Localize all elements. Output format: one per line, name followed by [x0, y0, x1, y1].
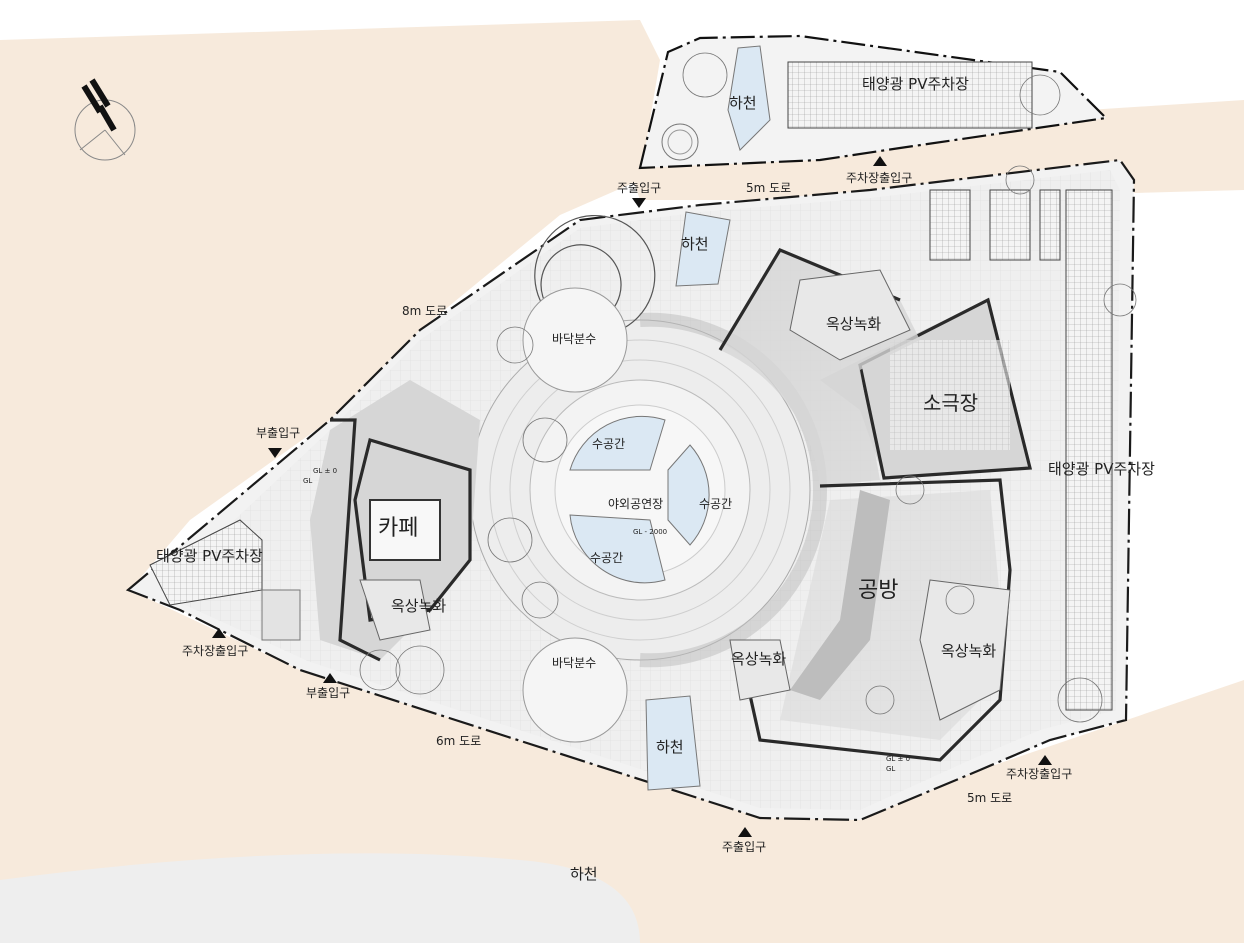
outdoor-theater-plaza [469, 312, 828, 668]
label-roof-garden-s: 옥상녹화 [731, 650, 786, 668]
label-road-6m: 6m 도로 [436, 734, 481, 748]
label-main-entrance-top: 주출입구 [617, 181, 661, 195]
cafe-building [310, 380, 480, 662]
label-stream-bottom-mid: 하천 [656, 738, 684, 756]
roof-gardens [359, 269, 1011, 721]
floor-fountain-bottom [522, 637, 628, 743]
stream-bottom-mid [645, 695, 701, 791]
left-pv-parking [149, 519, 301, 641]
stream-mid [675, 211, 731, 287]
label-floor-fountain-top: 바닥분수 [552, 332, 596, 346]
label-outdoor-theater: 야외공연장 [608, 497, 663, 511]
label-pv-parking-left: 태양광 PV주차장 [156, 547, 263, 565]
label-gl-right-1: GL ± 0 [886, 755, 910, 763]
trees [359, 52, 1137, 723]
label-gl-right-2: GL [886, 765, 895, 773]
label-main-entrance-bottom: 주출입구 [722, 840, 766, 854]
entrance-marker-icon [268, 448, 282, 458]
entrance-marker-icon [632, 198, 646, 208]
label-stream-mid: 하천 [681, 235, 709, 253]
small-theater-building [820, 297, 1033, 480]
label-roof-garden-se: 옥상녹화 [941, 642, 996, 660]
entrance-marker-icon [873, 156, 887, 166]
stream-top [727, 45, 771, 151]
entrance-marker-icon [738, 827, 752, 837]
label-sub-entrance-bottom: 부출입구 [306, 686, 350, 700]
label-road-8m: 8m 도로 [402, 304, 447, 318]
label-stream-bottom: 하천 [570, 865, 598, 883]
label-road-5m-top: 5m 도로 [746, 181, 791, 195]
top-pv-parking-island [638, 34, 1109, 170]
pv-panels-top [787, 61, 1033, 129]
north-arrow-icon [74, 78, 136, 161]
label-gl-left-1: GL ± 0 [313, 467, 337, 475]
labels: 하천 태양광 PV주차장 주출입구 5m 도로 주차장출입구 8m 도로 하천 … [156, 75, 1155, 883]
entrance-markers [212, 156, 1052, 837]
label-water-space-bottom: 수공간 [590, 551, 623, 565]
entrance-marker-icon [212, 628, 226, 638]
label-parking-entrance-right: 주차장출입구 [1006, 767, 1072, 781]
label-roof-garden-ne: 옥상녹화 [826, 315, 881, 333]
label-parking-entrance-left: 주차장출입구 [182, 644, 248, 658]
label-gl-center: GL - 2000 [633, 528, 667, 536]
label-roof-garden-sw: 옥상녹화 [391, 597, 446, 615]
label-pv-parking-top: 태양광 PV주차장 [862, 75, 969, 93]
label-water-space-top: 수공간 [592, 437, 625, 451]
label-road-5m-bottom: 5m 도로 [967, 791, 1012, 805]
label-floor-fountain-bottom: 바닥분수 [552, 656, 596, 670]
right-pv-parking [929, 189, 1113, 711]
label-parking-entrance-top: 주차장출입구 [846, 171, 912, 185]
label-stream-top: 하천 [729, 94, 757, 112]
entrance-marker-icon [323, 673, 337, 683]
label-cafe: 카페 [378, 516, 418, 541]
entrance-marker-icon [1038, 755, 1052, 765]
floor-fountain-top [522, 214, 656, 393]
label-small-theater: 소극장 [923, 391, 978, 415]
water-space-top [569, 415, 666, 471]
label-water-space-right: 수공간 [699, 497, 732, 511]
water-space-right [667, 444, 710, 546]
label-pv-parking-right: 태양광 PV주차장 [1048, 460, 1155, 478]
label-gl-left-2: GL [303, 477, 312, 485]
label-workshop: 공방 [858, 578, 898, 603]
water-space-bottom [569, 514, 666, 584]
label-sub-entrance-left: 부출입구 [256, 426, 300, 440]
